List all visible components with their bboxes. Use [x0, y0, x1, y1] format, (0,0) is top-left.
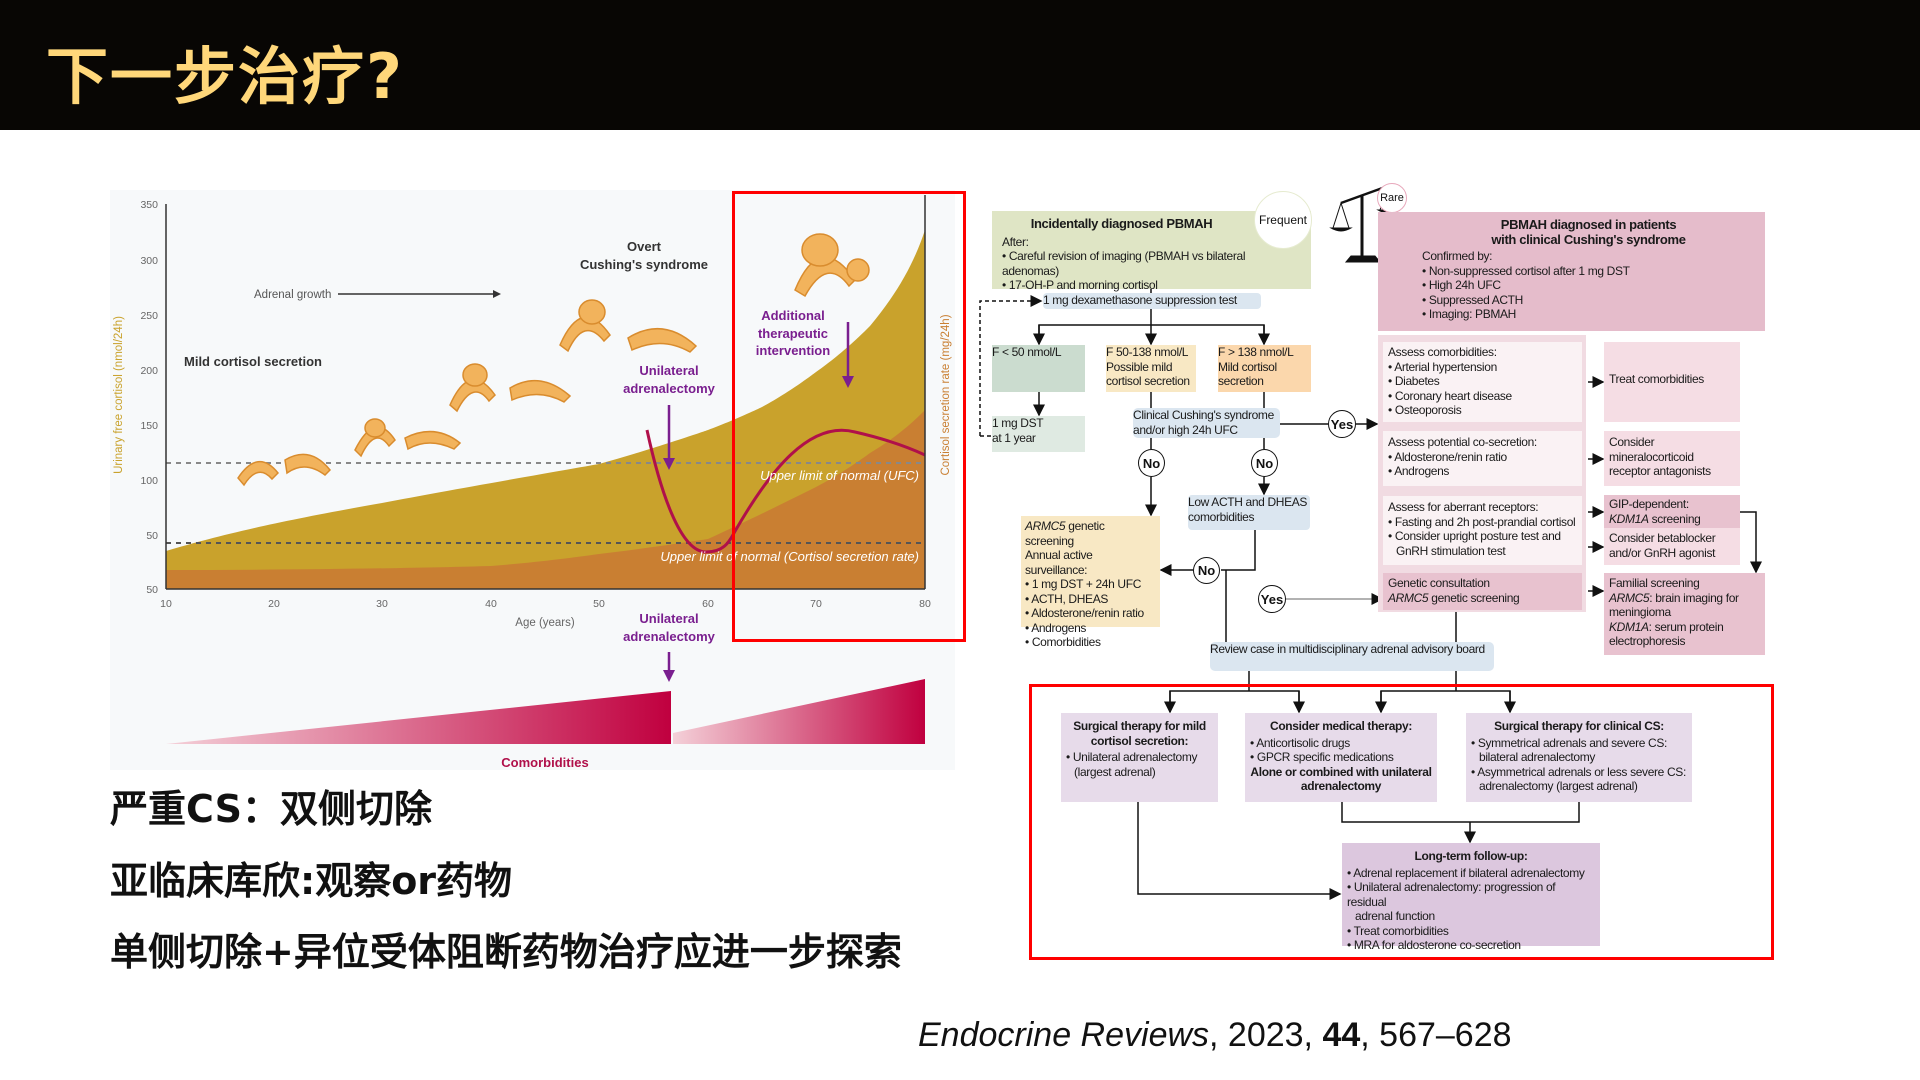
y-tick: 150 — [140, 420, 158, 432]
assess-comorbidities-box: Assess comorbidities:Arterial hypertensi… — [1383, 342, 1582, 422]
x-tick: 60 — [702, 598, 714, 610]
yes-badge: Yes — [1328, 410, 1356, 438]
y-tick: 350 — [140, 199, 158, 211]
ufc-limit-label: Upper limit of normal (UFC) — [760, 468, 919, 483]
x-tick: 50 — [593, 598, 605, 610]
conclusion-2: 亚临床库欣:观察or药物 — [110, 859, 513, 903]
medical-therapy-box: Consider medical therapy: Anticortisolic… — [1245, 713, 1437, 802]
conclusion-3: 单侧切除+异位受体阻断药物治疗应进一步探索 — [110, 930, 902, 974]
csr-limit-label: Upper limit of normal (Cortisol secretio… — [660, 549, 919, 564]
header-bar — [0, 0, 1920, 130]
secretion-area — [166, 410, 925, 589]
x-tick: 80 — [919, 598, 931, 610]
additional-label: therapeutic — [758, 326, 828, 341]
f-low-box: F < 50 nmol/L — [992, 345, 1085, 392]
y-tick: 100 — [140, 475, 158, 487]
mild-label: Mild cortisol secretion — [184, 354, 322, 369]
adrenal-gland-icons — [237, 233, 870, 487]
rare-badge: Rare — [1377, 183, 1407, 213]
y-tick: 50 — [146, 530, 158, 542]
x-ticks: 10 20 30 40 50 60 70 80 — [160, 598, 931, 610]
overt-label: Overt — [627, 239, 662, 254]
gip-box: GIP-dependent:KDM1A screening — [1604, 495, 1740, 528]
unilateral-bottom-label: adrenalectomy — [623, 629, 716, 644]
slide-title: 下一步治疗? — [46, 40, 404, 113]
arrow-down-icon — [663, 670, 675, 682]
no-badge: No — [1138, 449, 1165, 477]
citation: Endocrine Reviews, 2023, 44, 567–628 — [918, 1016, 1512, 1054]
frequent-badge: Frequent — [1254, 191, 1312, 249]
comorbidities-label: Comorbidities — [501, 755, 588, 770]
surgical-cs-box: Surgical therapy for clinical CS: Symmet… — [1466, 713, 1692, 802]
unilateral-label: Unilateral — [639, 363, 698, 378]
ufc-area — [166, 230, 925, 589]
long-term-followup-box: Long-term follow-up: Adrenal replacement… — [1342, 843, 1600, 952]
unilateral-label: adrenalectomy — [623, 381, 716, 396]
yes-badge: Yes — [1258, 585, 1286, 613]
cortisol-progression-figure: 350 300 250 200 150 100 50 50 10 20 30 4… — [110, 190, 955, 770]
arrow-down-icon — [663, 458, 675, 470]
y-tick: 50 — [146, 584, 158, 596]
treat-comorbidities-box: Treat comorbidities — [1604, 342, 1740, 422]
unilateral-bottom-label: Unilateral — [639, 611, 698, 626]
assess-cosecretion-box: Assess potential co-secretion:Aldosteron… — [1383, 431, 1582, 486]
comorbidity-wedge — [166, 691, 671, 744]
x-tick: 30 — [376, 598, 388, 610]
assess-aberrant-box: Assess for aberrant receptors:Fasting an… — [1383, 496, 1582, 565]
adrenal-growth-label: Adrenal growth — [254, 289, 331, 301]
armc5-surveillance-box: ARMC5 genetic screening Annual active su… — [1021, 516, 1160, 649]
y-tick: 200 — [140, 365, 158, 377]
highlight-box-figure — [732, 191, 966, 642]
additional-label: Additional — [761, 308, 825, 323]
clinical-pbmah-box: PBMAH diagnosed in patients with clinica… — [1378, 212, 1765, 331]
review-board-pill: Review case in multidisciplinary adrenal… — [1210, 642, 1494, 671]
additional-label: intervention — [756, 343, 830, 358]
x-tick: 10 — [160, 598, 172, 610]
dst-test-pill: 1 mg dexamethasone suppression test — [1043, 293, 1261, 309]
arrow-down-icon — [842, 376, 854, 388]
y-tick: 300 — [140, 255, 158, 267]
x-tick: 20 — [268, 598, 280, 610]
x-axis-label: Age (years) — [515, 617, 575, 629]
y-tick: 250 — [140, 310, 158, 322]
no-badge: No — [1251, 449, 1278, 477]
y-left-label: Urinary free cortisol (nmol/24h) — [113, 316, 125, 474]
x-tick: 40 — [485, 598, 497, 610]
familial-screening-box: Familial screening ARMC5: brain imaging … — [1604, 573, 1765, 655]
overt-label: Cushing's syndrome — [580, 257, 708, 272]
y-ticks: 350 300 250 200 150 100 50 50 — [140, 199, 158, 596]
conclusion-1: 严重CS：双侧切除 — [110, 787, 432, 831]
no-badge: No — [1193, 557, 1220, 584]
highlight-box-flowchart — [1029, 684, 1774, 960]
x-tick: 70 — [810, 598, 822, 610]
y-right-label: Cortisol secretion rate (mg/24h) — [940, 314, 952, 475]
comorbidity-wedge — [673, 679, 925, 744]
